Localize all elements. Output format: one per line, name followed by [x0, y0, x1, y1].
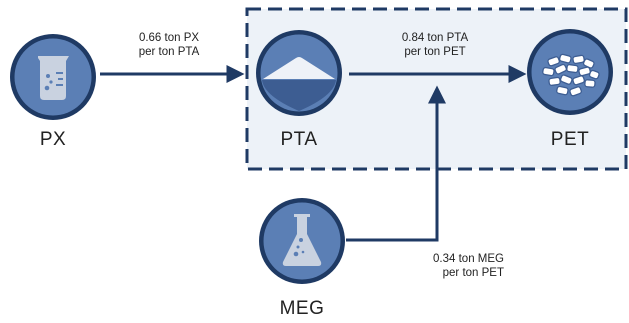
- pellets-icon: [542, 53, 600, 97]
- flow-label-meg-to-pet: 0.34 ton MEG per ton PET: [394, 252, 504, 280]
- meg-node: [259, 198, 345, 284]
- pet-node: [527, 29, 613, 115]
- pta-node: [256, 30, 342, 116]
- flow-label-meg-to-pet-line2: per ton PET: [442, 267, 504, 279]
- flow-label-px-to-pta: 0.66 ton PX per ton PTA: [114, 31, 224, 59]
- flow-label-px-to-pta-line1: 0.66 ton PX: [138, 32, 200, 44]
- pet-label: PET: [550, 129, 590, 150]
- px-label: PX: [39, 129, 67, 150]
- flow-label-px-to-pta-line2: per ton PTA: [138, 46, 200, 58]
- flow-label-pta-to-pet: 0.84 ton PTA per ton PET: [375, 31, 495, 59]
- px-node: [10, 34, 96, 120]
- flow-label-pta-to-pet-line2: per ton PET: [404, 46, 466, 58]
- flask-icon: [282, 214, 322, 266]
- flow-label-meg-to-pet-line1: 0.34 ton MEG: [433, 253, 504, 265]
- powder-pile-icon: [262, 57, 336, 111]
- beaker-icon: [38, 56, 69, 100]
- meg-label: MEG: [279, 298, 325, 319]
- arrow-meg-to-pet: [346, 85, 446, 242]
- flow-label-pta-to-pet-line1: 0.84 ton PTA: [401, 32, 469, 44]
- pta-label: PTA: [280, 129, 318, 150]
